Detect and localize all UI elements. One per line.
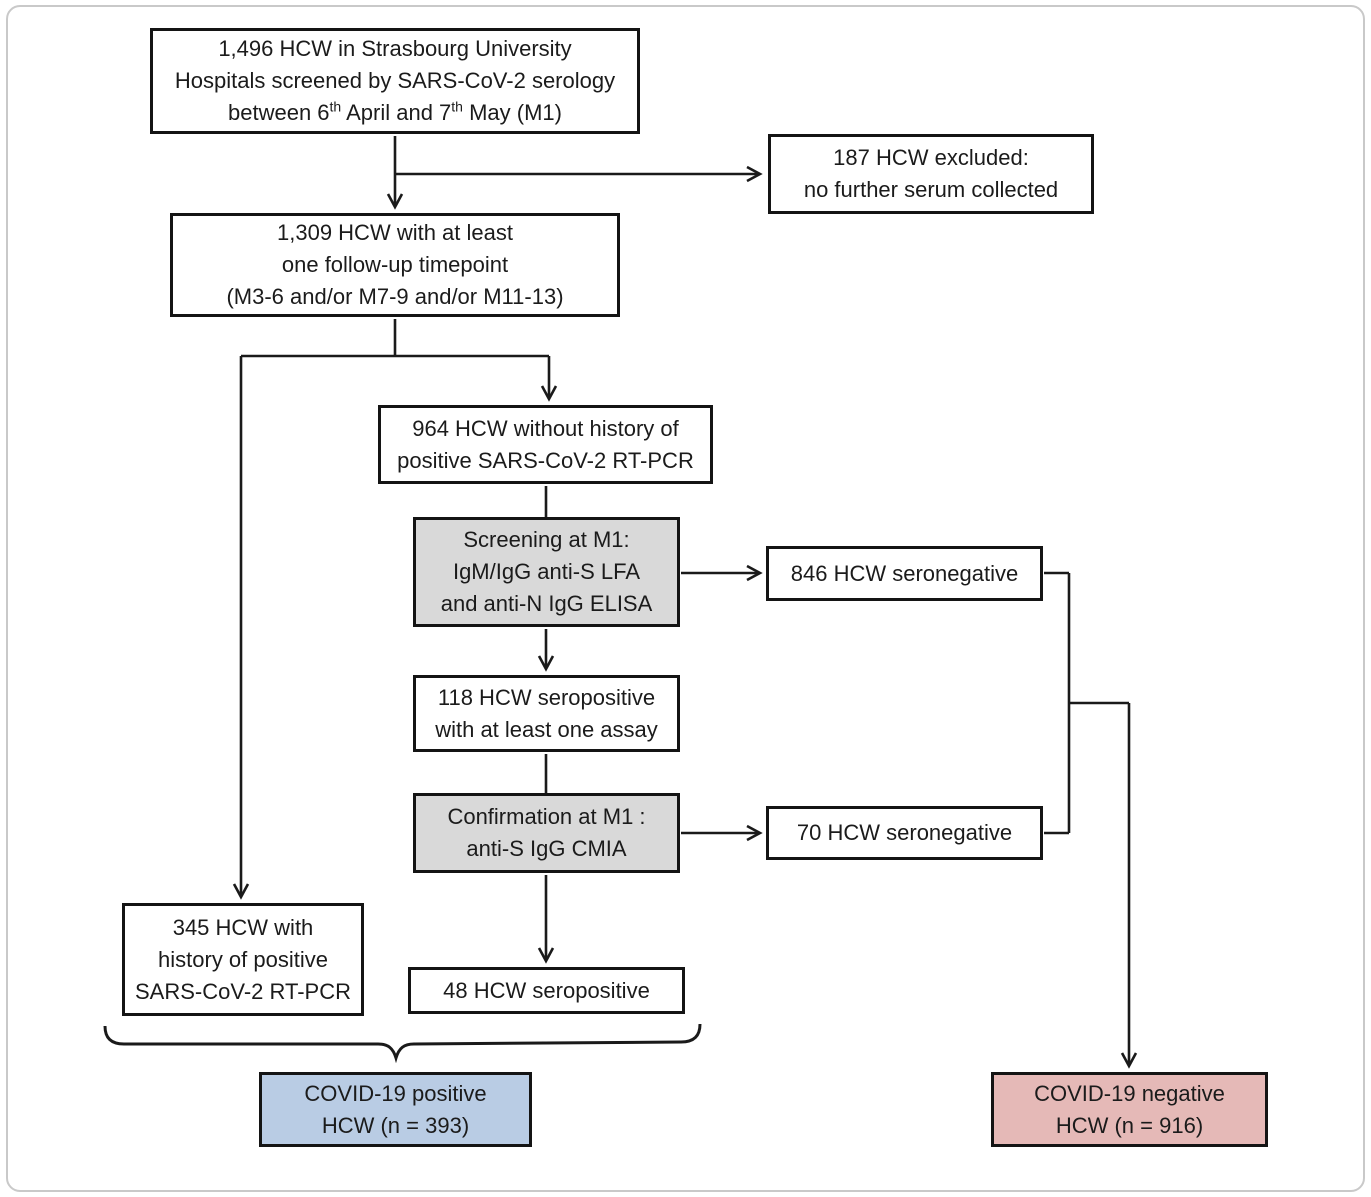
node-confirmation-m1: Confirmation at M1 : anti-S IgG CMIA — [413, 793, 680, 873]
node-text: with at least one assay — [435, 716, 658, 742]
node-screened: 1,496 HCW in Strasbourg University Hospi… — [150, 28, 640, 134]
node-text: no further serum collected — [803, 177, 1059, 202]
node-seronegative-846: 846 HCW seronegative — [766, 546, 1043, 601]
node-excluded: 187 HCW excluded: no further serum colle… — [768, 134, 1094, 214]
node-seronegative-70: 70 HCW seronegative — [766, 806, 1043, 860]
node-text: HCW (n = 393) — [321, 1112, 470, 1138]
node-covid-positive: COVID-19 positive HCW (n = 393) — [259, 1072, 532, 1147]
node-text: (M3-6 and/or M7-9 and/or M11-13) — [226, 284, 564, 309]
node-followup: 1,309 HCW with at least one follow-up ti… — [170, 213, 620, 317]
node-text: positive SARS-CoV-2 RT-PCR — [397, 447, 694, 473]
node-history-345: 345 HCW with history of positive SARS-Co… — [122, 903, 364, 1016]
node-text: between 6th April and 7th May (M1) — [228, 98, 562, 125]
node-text: anti-S IgG CMIA — [466, 836, 627, 861]
node-covid-negative: COVID-19 negative HCW (n = 916) — [991, 1072, 1268, 1147]
node-text: IgM/IgG anti-S LFA — [452, 559, 641, 584]
node-text: Confirmation at M1 : — [447, 804, 646, 829]
node-text: 70 HCW seronegative — [796, 820, 1013, 845]
node-seropositive-118: 118 HCW seropositive with at least one a… — [413, 675, 680, 752]
node-text: COVID-19 positive — [304, 1080, 487, 1106]
node-text: 48 HCW seropositive — [443, 977, 650, 1003]
node-text: 187 HCW excluded: — [833, 145, 1029, 170]
node-screening-m1: Screening at M1: IgM/IgG anti-S LFA and … — [413, 517, 680, 627]
node-text: 345 HCW with — [172, 914, 314, 940]
node-text: COVID-19 negative — [1034, 1080, 1225, 1106]
node-text: history of positive — [158, 946, 328, 972]
node-text: 118 HCW seropositive — [437, 684, 656, 710]
node-text: Hospitals screened by SARS-CoV-2 serolog… — [174, 68, 616, 93]
node-text: HCW (n = 916) — [1055, 1112, 1204, 1138]
node-text: one follow-up timepoint — [281, 252, 509, 277]
node-text: 846 HCW seronegative — [790, 560, 1019, 586]
node-no-history: 964 HCW without history of positive SARS… — [378, 405, 713, 484]
node-text: 1,496 HCW in Strasbourg University — [218, 36, 572, 61]
node-text: Screening at M1: — [463, 527, 630, 552]
node-text: 1,309 HCW with at least — [277, 220, 513, 245]
node-text: 964 HCW without history of — [412, 415, 679, 441]
node-seropositive-48: 48 HCW seropositive — [408, 967, 685, 1014]
node-text: and anti-N IgG ELISA — [440, 591, 653, 616]
node-text: SARS-CoV-2 RT-PCR — [135, 978, 351, 1004]
